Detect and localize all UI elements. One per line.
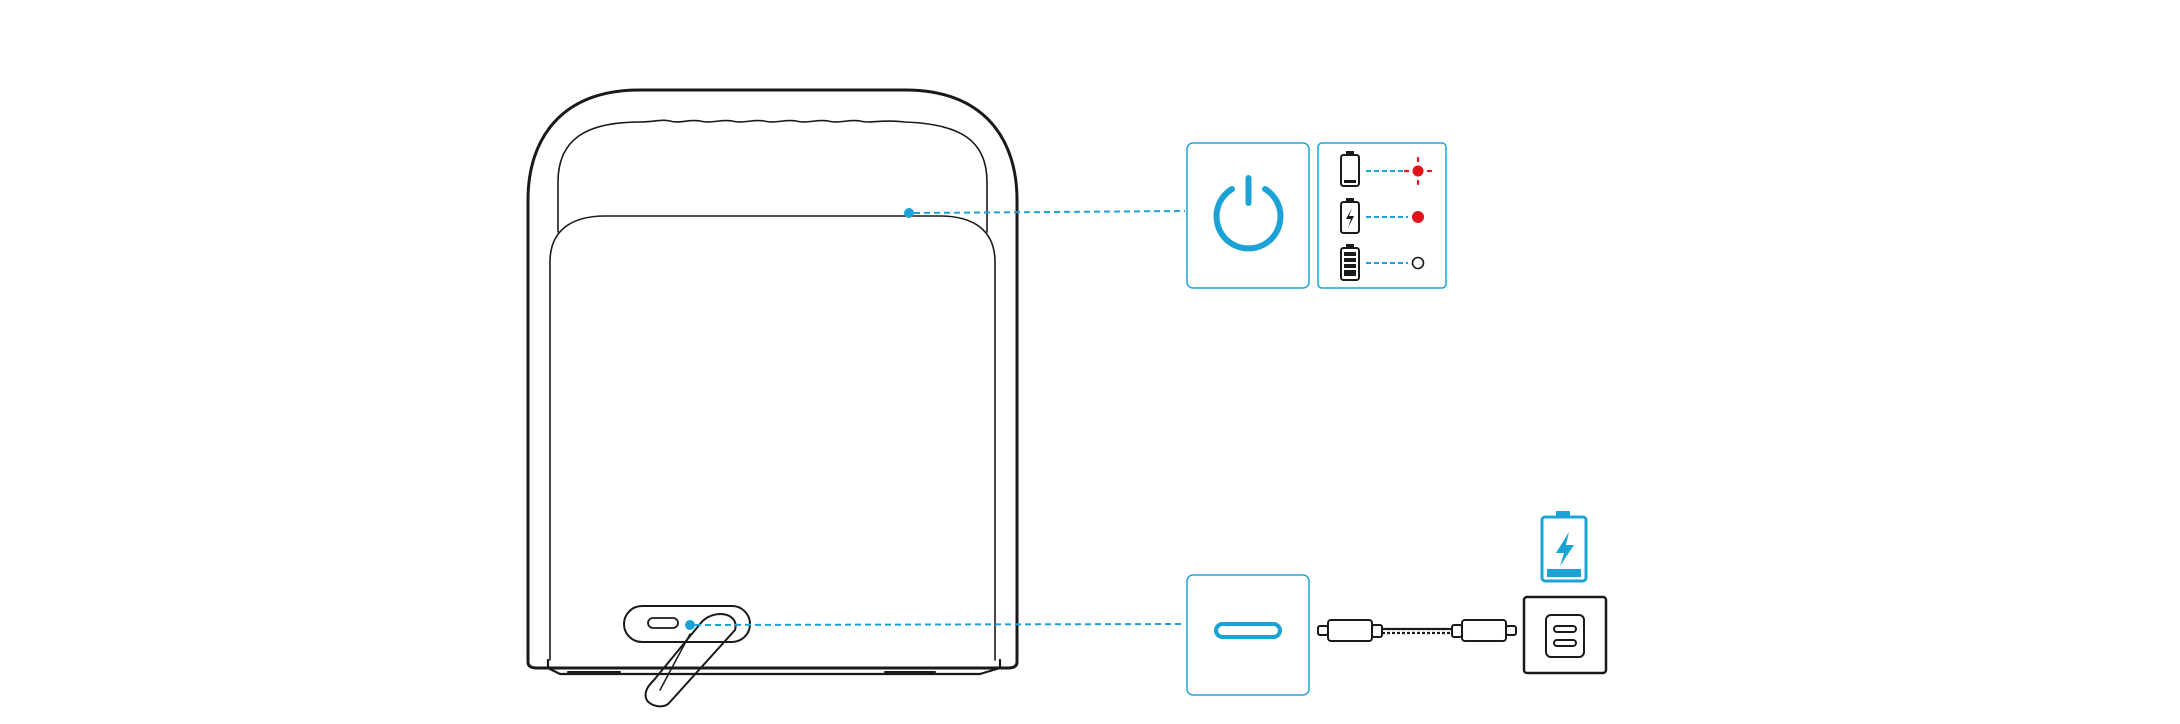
power-callout-box [1186,142,1310,289]
led-solid-red-icon [1412,211,1424,223]
usb-c-wall-adapter-icon [1522,595,1608,675]
usb-c-cable-icon [1317,619,1517,642]
device-outer-shell [526,88,1019,670]
power-icon [1213,175,1284,252]
led-status-box [1317,142,1447,289]
battery-low-icon [1340,151,1360,187]
power-leader-line [913,210,1186,214]
led-off-icon [1411,256,1425,270]
usb-c-port-icon [1214,622,1282,639]
led-flashing-red-icon [1403,156,1433,186]
speaker-device [526,88,1019,708]
port-leader-line [694,623,1186,626]
battery-charging-small-icon [1340,198,1360,234]
usb-c-port [647,617,679,629]
power-button-callout [1186,142,1447,289]
port-flap-edge [659,633,691,691]
port-flap [644,612,737,708]
charging-port-callout [1186,511,1608,696]
battery-charging-icon [1540,511,1588,583]
device-front-panel [549,215,996,661]
device-handle-inner [557,119,988,233]
battery-full-icon [1340,244,1360,281]
power-button-dot [904,208,914,218]
device-base [546,658,1002,676]
port-dot [685,620,695,630]
